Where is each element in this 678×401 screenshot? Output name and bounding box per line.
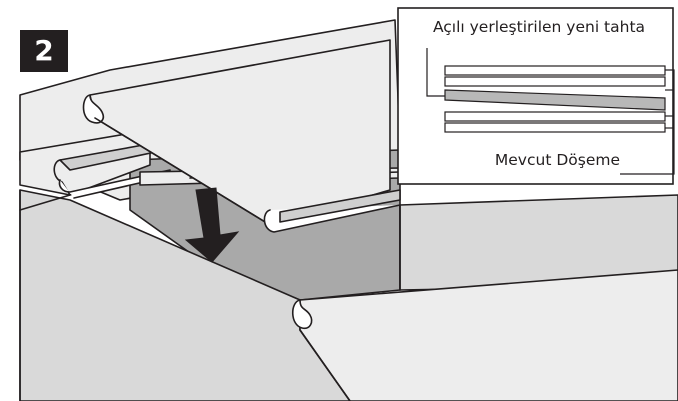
step-number-badge: 2: [20, 30, 68, 72]
arrow-down-icon: [184, 187, 240, 263]
angled-board-leader: [426, 48, 445, 97]
new-board-end-slot: [279, 189, 401, 223]
bottom-board-upper: [444, 111, 666, 122]
existing-floor-bracket: [640, 69, 675, 175]
new-board-front-edge: [94, 117, 271, 226]
lower-board-edge: [299, 329, 351, 401]
angled-new-board: [444, 89, 666, 111]
top-board-lower: [444, 76, 666, 87]
cross-section-diagram: [426, 48, 675, 175]
existing-board-tongue-edge: [19, 159, 71, 211]
existing-floor-label: Mevcut Döşeme: [494, 151, 620, 169]
angled-board-label: Açılı yerleştirilen yeni tahta: [432, 18, 646, 36]
lower-board-tongue: [291, 299, 313, 330]
bottom-board-lower: [444, 122, 666, 133]
top-board-upper: [444, 65, 666, 76]
